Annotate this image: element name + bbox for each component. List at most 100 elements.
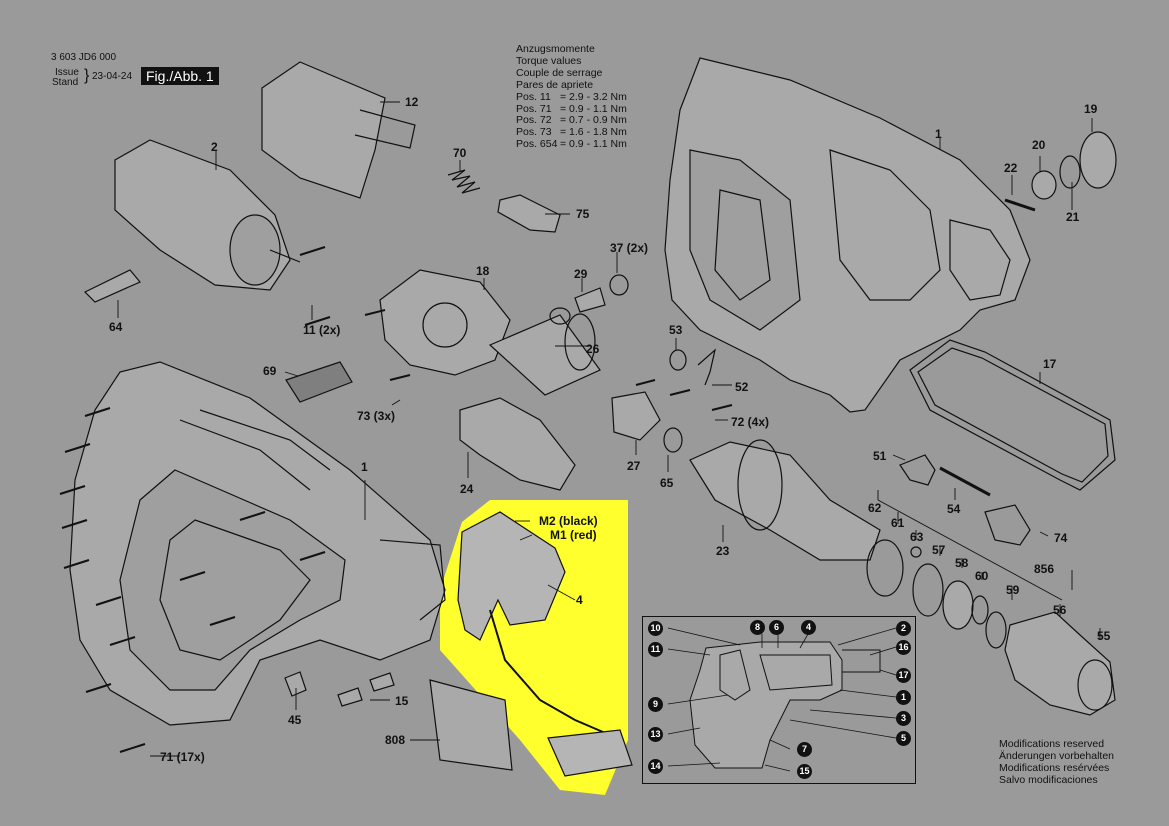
part-label-74: 74 [1054, 531, 1068, 545]
part-label-22: 22 [1004, 161, 1018, 175]
part-label-2: 2 [211, 140, 218, 154]
switch-board [547, 729, 633, 777]
part-label-856: 856 [1034, 562, 1055, 576]
stand-label: Stand [52, 77, 79, 88]
inset-badge-9: 9 [648, 697, 663, 712]
mods-de: Änderungen vorbehalten [999, 750, 1115, 762]
o-ring-17 [909, 339, 1116, 491]
part-label-60: 60 [975, 569, 989, 583]
washer-left [549, 307, 571, 325]
torque-row: Pos. 71= 0.9 - 1.1 Nm [516, 102, 627, 115]
inset-housing [689, 641, 843, 769]
torque-table: Anzugsmomente Torque values Couple de se… [516, 43, 627, 151]
ring-65 [663, 427, 683, 453]
part-label-64: 64 [109, 320, 123, 334]
part-label-11: 11 (2x) [303, 323, 341, 337]
part-label-72: 72 (4x) [731, 415, 770, 429]
torque-row: Pos. 73= 1.6 - 1.8 Nm [516, 126, 627, 139]
switch-4 [457, 511, 566, 641]
part-label-12: 12 [405, 95, 419, 109]
part-29 [574, 287, 606, 313]
part-21 [1059, 155, 1081, 189]
torque-title-fr: Couple de serrage [516, 66, 603, 79]
brace-icon: } [84, 67, 90, 84]
part-label-29: 29 [574, 267, 588, 281]
doc-number: 3 603 JD6 000 [51, 52, 117, 63]
part-51 [899, 454, 936, 486]
guide-tube [488, 314, 601, 396]
gear-flange [379, 269, 511, 376]
part-15b [369, 672, 395, 692]
inset-badge-6: 6 [769, 620, 784, 635]
part-20 [1031, 170, 1057, 200]
ring-58 [942, 580, 974, 630]
part-label-26: 26 [586, 342, 600, 356]
inset-badge-8: 8 [750, 620, 765, 635]
date: 23-04-24 [92, 71, 133, 82]
part-53 [669, 349, 687, 371]
part-label-70: 70 [453, 146, 467, 160]
part-22 [1004, 198, 1036, 212]
inset-badge-5: 5 [896, 731, 911, 746]
intermediate-shaft [459, 397, 576, 491]
inset-badge-14: 14 [648, 759, 663, 774]
mods-fr: Modifications resérvées [999, 762, 1110, 774]
part-label-19: 19 [1084, 102, 1098, 116]
issue-label: Issue [55, 67, 79, 78]
torque-title-es: Pares de apriete [516, 78, 594, 91]
screws [59, 246, 733, 753]
part-label-52: 52 [735, 380, 749, 394]
brush-holder [261, 61, 386, 199]
part-label-65: 65 [660, 476, 674, 490]
mods-en: Modifications reserved [999, 738, 1105, 750]
part-label-21: 21 [1066, 210, 1080, 224]
inset-badge-7: 7 [797, 742, 812, 757]
switch-cable [489, 609, 611, 736]
ring-60 [971, 595, 989, 625]
leader-lines [117, 101, 1101, 757]
inset-badge-15: 15 [797, 764, 812, 779]
part-label-75: 75 [576, 207, 590, 221]
part-label-55: 55 [1097, 629, 1111, 643]
part-label-69: 69 [263, 364, 277, 378]
part-label-73: 73 (3x) [357, 409, 396, 423]
part-label-37: 37 (2x) [610, 241, 649, 255]
part-label-71: 71 (17x) [160, 750, 205, 764]
ring-62 [866, 539, 904, 597]
part-label-54: 54 [947, 502, 961, 516]
torque-row: Pos. 654= 0.9 - 1.1 Nm [516, 138, 627, 151]
part-54 [939, 466, 991, 497]
part-label-24: 24 [460, 482, 474, 496]
inset-badge-11: 11 [648, 642, 663, 657]
inset-badge-1: 1 [896, 690, 911, 705]
part-label-4: 4 [576, 593, 583, 607]
inset-badge-13: 13 [648, 727, 663, 742]
inset-leaders [667, 627, 897, 772]
inset-badge-10: 10 [648, 621, 663, 636]
ring-57 [912, 563, 944, 617]
part-74 [984, 504, 1031, 546]
part-69 [285, 361, 353, 403]
torque-title-en: Torque values [516, 54, 582, 67]
wire-label-m2: M2 (black) [539, 514, 598, 528]
part-19 [1079, 131, 1117, 189]
part-label-1-right: 1 [935, 127, 942, 141]
piston [611, 391, 661, 441]
part-label-63: 63 [910, 530, 924, 544]
part-label-27: 27 [627, 459, 641, 473]
part-label-59: 59 [1006, 583, 1020, 597]
part-label-58: 58 [955, 556, 969, 570]
part-15a [337, 687, 363, 707]
part-label-62: 62 [868, 501, 882, 515]
part-label-1-left: 1 [361, 460, 368, 474]
inset-badge-3: 3 [896, 711, 911, 726]
spring-70 [447, 169, 481, 194]
ball-63 [910, 546, 922, 558]
part-64 [83, 269, 141, 303]
inset-badge-17: 17 [896, 668, 911, 683]
wire-label-m1: M1 (red) [550, 528, 597, 542]
torque-row: Pos. 72= 0.7 - 0.9 Nm [516, 114, 627, 127]
part-label-57: 57 [932, 543, 946, 557]
